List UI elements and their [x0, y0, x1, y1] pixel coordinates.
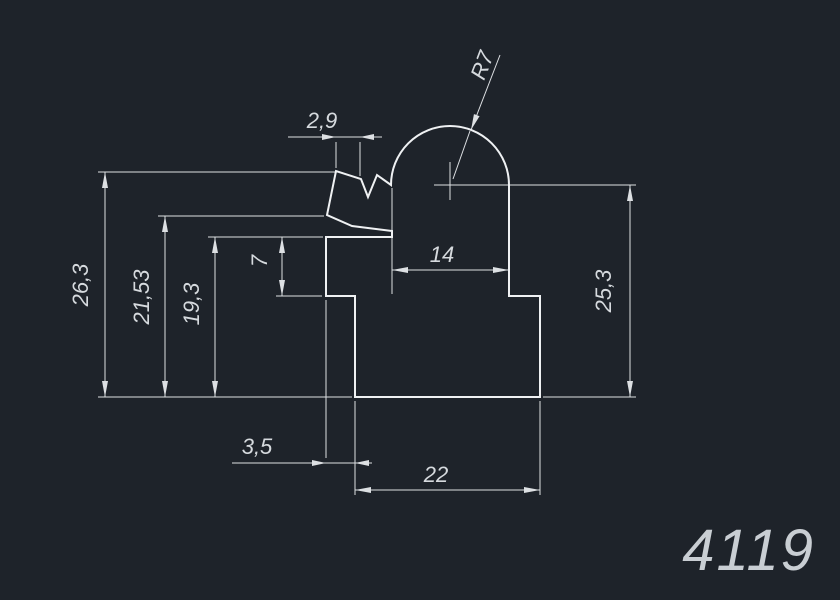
dimension-lines: [102, 54, 633, 493]
arrowhead-topwidth-left: [322, 134, 336, 140]
dim-label-base-offset: 3,5: [242, 434, 273, 459]
radius-leader-inner: [452, 130, 471, 180]
dim-label-top-width: 2,9: [306, 108, 338, 133]
arrowhead-offset-left: [312, 460, 326, 466]
dimension-labels: 26,3 21,53 19,3 7 2,9 14 25,3 3,5 22 R7: [68, 47, 616, 487]
dim-label-neck-width: 14: [430, 242, 454, 267]
arrowhead-offset-right: [355, 460, 369, 466]
dim-label-steptop-height: 19,3: [179, 282, 204, 326]
dim-label-base-width: 22: [423, 462, 448, 487]
profile-outline: [325, 125, 541, 398]
dim-label-hook-height: 21,53: [129, 269, 154, 326]
dim-label-right-height: 25,3: [591, 269, 616, 314]
arrowhead-topwidth-right: [360, 134, 374, 140]
dim-label-step-height: 7: [247, 254, 272, 267]
part-number: 4119: [682, 518, 815, 583]
radius-leader-line: [470, 54, 501, 131]
extension-lines: [98, 142, 636, 495]
dim-label-total-height: 26,3: [68, 263, 93, 308]
dim-label-radius: R7: [465, 47, 499, 83]
